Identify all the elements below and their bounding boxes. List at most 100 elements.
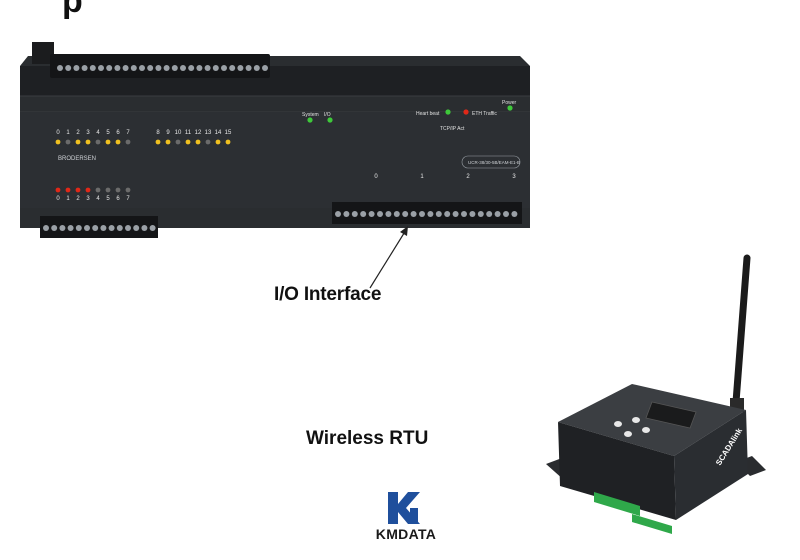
terminal-screw [130,65,137,71]
analog-channel-number: 1 [420,174,424,180]
terminal-screw [163,65,170,71]
status-led-label: System [302,112,319,118]
terminal-screw [486,211,493,217]
channel-number: 3 [86,130,90,136]
channel-number: 9 [166,130,170,136]
logo-text: KMDATA [375,526,437,542]
rtu-button [624,431,632,437]
terminal-screw [262,65,268,71]
terminal-screw [253,65,260,71]
input-led [215,139,221,145]
terminal-screw [511,211,518,217]
analog-channel-number: 0 [374,174,378,180]
terminal-screw [84,225,90,231]
terminal-screw [98,65,104,71]
terminal-screw [435,211,442,217]
terminal-screw [65,65,72,71]
terminal-screw [125,225,131,231]
input-led [165,139,171,145]
status-led-label: ETH Traffic [472,111,497,117]
brand-label: BRODERSEN [58,156,96,162]
terminal-screw [73,65,80,71]
terminal-screw [51,225,58,231]
terminal-screw [343,211,350,217]
terminal-screw [368,211,375,217]
pointer-arrow [369,226,408,289]
input-led [195,139,201,145]
terminal-screw [427,211,434,217]
terminal-screw [188,65,195,71]
output-led [75,187,81,193]
input-led [185,139,191,145]
terminal-screw [67,225,74,231]
terminal-screw [444,211,451,217]
kmdata-logo: KMDATA [370,490,442,550]
output-led [105,187,111,193]
terminal-screw [139,65,145,71]
channel-number: 12 [195,130,202,136]
channel-number: 8 [156,130,160,136]
terminal-screw [114,65,121,71]
status-led [507,105,513,111]
terminal-screw [212,65,219,71]
terminal-screw [155,65,162,71]
terminal-screw [419,211,425,217]
terminal-screw [133,225,140,231]
output-channel-number: 2 [76,196,80,202]
terminal-screw [477,211,484,217]
terminal-screw [100,225,107,231]
input-led [225,139,231,145]
terminal-screw [196,65,203,71]
output-channel-number: 3 [86,196,90,202]
terminal-screw [147,65,154,71]
status-led-label: Power [502,100,517,106]
channel-number: 4 [96,130,100,136]
output-channel-number: 1 [66,196,70,202]
status-led-label: I/O [324,112,331,118]
analog-channel-number: 3 [512,174,516,180]
terminal-screw [494,211,501,217]
terminal-screw [461,211,467,217]
terminal-screw [57,65,63,71]
channel-number: 15 [225,130,232,136]
status-led [327,117,333,123]
io-interface-label: I/O Interface [274,284,382,305]
terminal-screw [106,65,113,71]
terminal-screw [141,225,148,231]
tcp-label: TCP/IP Act [440,126,465,132]
input-led [85,139,91,145]
input-led [205,139,211,145]
status-led [307,117,313,123]
terminal-screw [469,211,476,217]
channel-number: 7 [126,130,130,136]
terminal-screw [204,65,211,71]
terminal-screw [171,65,178,71]
output-led [65,187,71,193]
input-led [115,139,121,145]
terminal-screw [452,211,459,217]
terminal-screw [122,65,129,71]
terminal-screw [108,225,115,231]
kmdata-logo-icon [388,492,420,524]
channel-number: 14 [215,130,222,136]
wireless-rtu-label: Wireless RTU [306,428,429,449]
terminal-screw [360,211,367,217]
channel-number: 0 [56,130,60,136]
terminal-screw [75,225,82,231]
output-led [125,187,131,193]
output-led [55,187,61,193]
channel-number: 2 [76,130,80,136]
terminal-screw [377,211,383,217]
input-led [95,139,101,145]
output-channel-number: 4 [96,196,100,202]
input-led [105,139,111,145]
rtu-button [614,421,622,427]
rtu-button [642,427,650,433]
channel-number: 1 [66,130,70,136]
output-led [115,187,121,193]
terminal-screw [92,225,99,231]
terminal-screw [59,225,66,231]
rtu-button [632,417,640,423]
terminal-screw [402,211,409,217]
channel-number: 6 [116,130,120,136]
